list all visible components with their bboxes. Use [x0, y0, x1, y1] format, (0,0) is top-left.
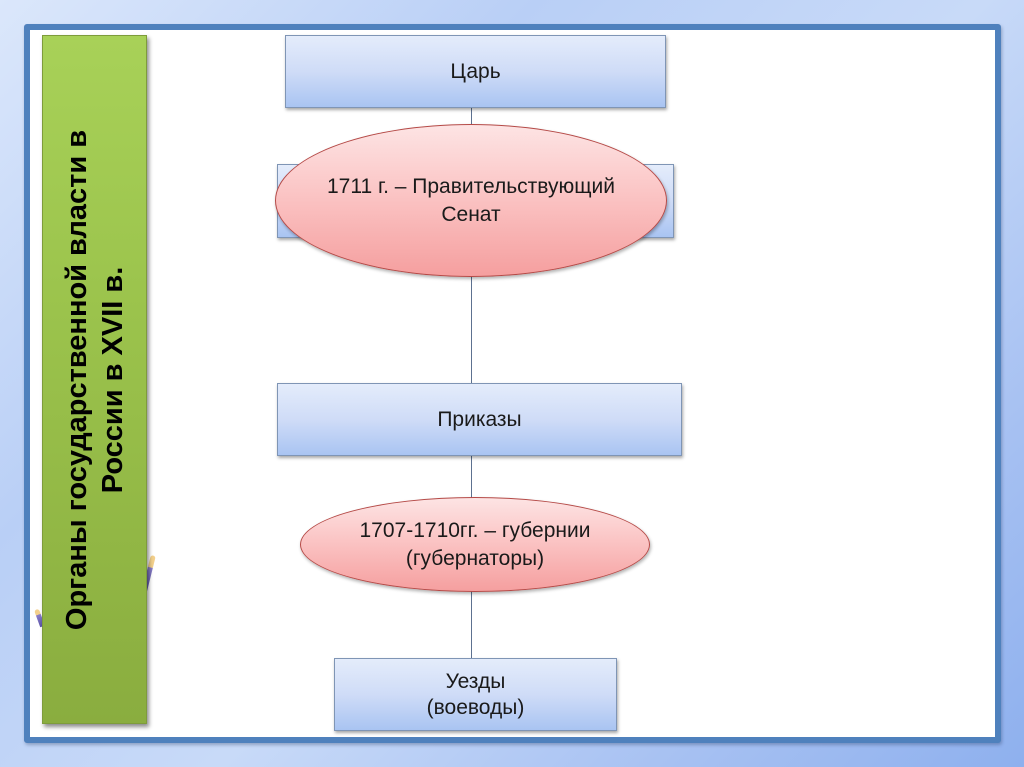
side-title: Органы государственной власти в России в…: [59, 40, 131, 720]
node-uezdy-line-2: (воеводы): [426, 695, 525, 719]
node-uezdy-line-1: Уезды: [445, 669, 506, 693]
connector-gubernii-uezdy: [471, 590, 472, 659]
side-title-line-1: Органы государственной власти в: [60, 129, 93, 630]
node-senate: 1711 г. – Правительствующий Сенат: [275, 124, 667, 277]
node-uezdy: Уезды (воеводы): [334, 658, 617, 731]
side-title-line-2: России в XVII в.: [96, 266, 129, 493]
node-tsar: Царь: [285, 35, 666, 108]
node-senate-line-1: 1711 г. – Правительствующий: [327, 174, 615, 198]
connector-prikazy-gubernii: [471, 456, 472, 500]
node-tsar-label: Царь: [450, 59, 501, 83]
node-gubernii-line-1: 1707-1710гг. – губернии: [359, 518, 591, 542]
connector-tsar-senate: [471, 108, 472, 128]
node-prikazy: Приказы: [277, 383, 682, 456]
node-gubernii: 1707-1710гг. – губернии (губернаторы): [300, 497, 650, 592]
node-gubernii-line-2: (губернаторы): [405, 546, 545, 570]
side-title-bar: Органы государственной власти в России в…: [42, 35, 147, 724]
connector-senate-prikazy: [471, 274, 472, 384]
node-senate-line-2: Сенат: [441, 202, 501, 226]
node-prikazy-label: Приказы: [437, 407, 522, 431]
